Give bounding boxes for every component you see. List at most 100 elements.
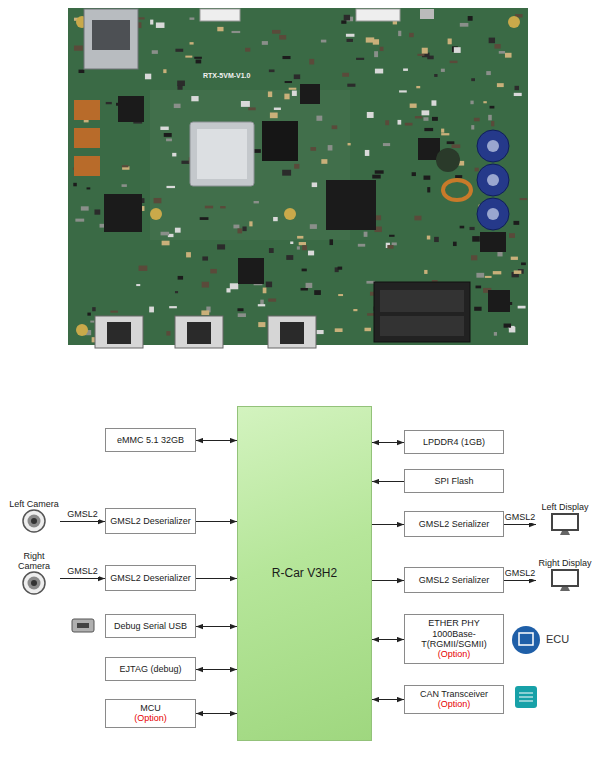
capacitor [487, 174, 499, 186]
usb-icon [72, 619, 94, 632]
smd-part [136, 284, 140, 286]
smd-part [175, 228, 181, 233]
smd-part [423, 117, 428, 121]
smd-part [471, 125, 474, 129]
smd-part [450, 61, 458, 63]
smd-part [491, 121, 494, 126]
smd-part [499, 51, 505, 54]
smd-part [347, 39, 353, 42]
smd-part [160, 127, 168, 130]
usb-icon [77, 623, 89, 628]
smd-part [383, 143, 390, 146]
smd-part [194, 57, 202, 59]
smd-part [365, 150, 370, 156]
smd-part [282, 170, 291, 176]
smd-part [398, 120, 402, 125]
smd-parts [73, 13, 527, 342]
harness-connector [380, 290, 464, 312]
harness-connector [374, 282, 470, 342]
smd-part [410, 104, 417, 108]
smd-part [177, 81, 185, 86]
smd-part [200, 217, 209, 220]
smd-part [488, 115, 492, 121]
smd-part [342, 73, 349, 77]
smd-part [258, 304, 265, 306]
smd-part [427, 187, 430, 192]
smd-part [237, 308, 243, 311]
smd-part [186, 252, 191, 257]
camera-icon [28, 577, 41, 590]
smd-part [201, 310, 209, 315]
smd-part [152, 50, 158, 54]
node-title: Left Camera [9, 499, 59, 509]
node-title: CAN Transceiver [420, 689, 488, 699]
connector [196, 626, 237, 627]
option-note: (Option) [134, 713, 167, 723]
smd-part [367, 112, 374, 118]
smd-part [169, 306, 177, 308]
smd-part [268, 298, 276, 301]
link-label: GMSL2 [66, 567, 99, 577]
camera-icon [22, 509, 46, 533]
smd-part [202, 282, 209, 288]
smd-part [299, 242, 306, 245]
smd-part [282, 56, 290, 59]
smd-part [297, 246, 300, 249]
smd-part [202, 256, 208, 260]
harness-connector [380, 316, 464, 336]
smd-part [468, 16, 473, 21]
display-icon [550, 568, 580, 592]
smd-part [332, 125, 338, 129]
smd-part [380, 47, 384, 51]
smd-part [483, 101, 486, 103]
smd-part [172, 153, 176, 157]
smd-part [358, 244, 365, 247]
serializer-box: GMSL2 Serializer [404, 511, 504, 537]
smd-part [409, 33, 414, 37]
smd-part [417, 54, 424, 56]
camera-icon [28, 515, 41, 528]
smd-part [122, 184, 127, 187]
smd-part [106, 102, 112, 104]
mcu-box: MCU(Option) [105, 699, 196, 728]
smd-part [285, 81, 292, 83]
smd-part [497, 83, 504, 87]
smd-part [245, 48, 250, 52]
smd-part [513, 221, 519, 225]
smd-part [504, 324, 511, 328]
pcb-board [68, 8, 528, 348]
smd-part [520, 198, 527, 200]
connector [196, 713, 237, 714]
smd-part [348, 143, 351, 145]
smd-part [375, 69, 383, 74]
smd-part [138, 17, 145, 19]
smd-part [338, 267, 343, 270]
header-connector [200, 9, 240, 21]
smd-part [306, 283, 313, 288]
soc-chip [190, 122, 254, 186]
smd-part [486, 71, 491, 75]
smd-part [220, 206, 225, 208]
ecu-icon [512, 626, 540, 654]
smd-part [424, 128, 433, 131]
connector [196, 669, 237, 670]
canbus-icon [515, 686, 537, 708]
display-icon [550, 512, 580, 536]
smd-part [92, 307, 95, 311]
smd-part [81, 206, 89, 210]
smd-part [266, 282, 272, 288]
smd-part [346, 34, 355, 37]
connector [60, 578, 105, 579]
display-icon [552, 514, 578, 530]
usb-port [420, 9, 434, 19]
smd-part [262, 41, 268, 45]
smd-part [416, 86, 420, 88]
smd-part [237, 228, 242, 233]
memory-box: eMMC 5.1 32GB [105, 428, 196, 452]
smd-part [475, 168, 479, 172]
smd-part [474, 307, 481, 311]
smd-part [177, 85, 182, 89]
connector [504, 524, 536, 525]
smd-part [399, 90, 407, 92]
smd-part [181, 161, 189, 164]
